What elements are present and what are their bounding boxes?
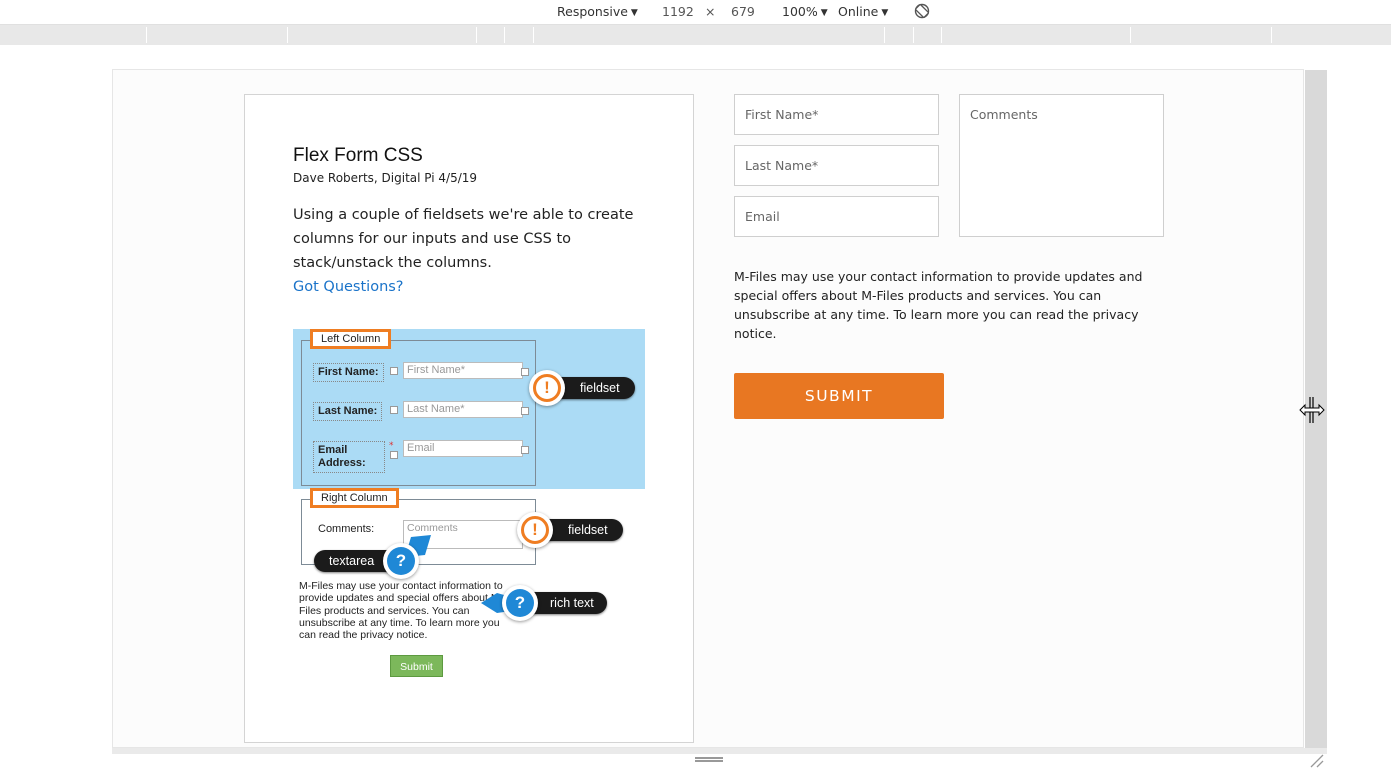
ruler-tick xyxy=(146,27,147,43)
network-throttle-dropdown[interactable]: Online▼ xyxy=(838,4,888,19)
zoom-label: 100% xyxy=(782,4,818,19)
exclamation-icon: ! xyxy=(517,512,553,548)
fieldset-callout-pill: fieldset xyxy=(531,519,623,541)
rotate-icon[interactable] xyxy=(913,2,931,20)
right-column-legend: Right Column xyxy=(310,488,399,508)
first-name-input[interactable]: First Name* xyxy=(734,94,939,135)
ruler-tick xyxy=(884,27,885,43)
ruler-tick xyxy=(504,27,505,43)
form-diagram-image: Left Column First Name: First Name* Last… xyxy=(293,329,653,689)
page-title: Flex Form CSS xyxy=(293,145,423,166)
diagram-checkbox xyxy=(521,446,529,454)
question-icon: ? xyxy=(502,585,538,621)
diagram-first-name-input: First Name* xyxy=(403,362,523,379)
caret-down-icon: ▼ xyxy=(881,8,889,18)
ruler-tick xyxy=(287,27,288,43)
diagram-checkbox xyxy=(390,367,398,375)
resize-cursor-icon xyxy=(1299,397,1325,423)
caret-down-icon: ▼ xyxy=(630,8,638,18)
diagram-last-name-input: Last Name* xyxy=(403,401,523,418)
exclamation-mark: ! xyxy=(533,374,561,402)
ruler-tick xyxy=(913,27,914,43)
question-mark: ? xyxy=(506,589,534,617)
ruler-tick xyxy=(1130,27,1131,43)
byline: Dave Roberts, Digital Pi 4/5/19 xyxy=(293,171,478,185)
zoom-dropdown[interactable]: 100%▼ xyxy=(782,4,828,19)
dimension-separator: × xyxy=(705,4,716,19)
email-input[interactable]: Email xyxy=(734,196,939,237)
resize-grip-icon[interactable] xyxy=(1307,752,1325,768)
diagram-checkbox xyxy=(390,406,398,414)
bottom-resize-handle-icon[interactable] xyxy=(695,757,723,762)
comments-textarea[interactable]: Comments xyxy=(959,94,1164,237)
exclamation-mark: ! xyxy=(521,516,549,544)
diagram-submit-button: Submit xyxy=(390,655,443,677)
diagram-email-input: Email xyxy=(403,440,523,457)
diagram-checkbox xyxy=(521,407,529,415)
question-mark: ? xyxy=(387,547,415,575)
width-input[interactable]: 1192 xyxy=(662,4,694,19)
diagram-first-name-label: First Name: xyxy=(313,363,384,382)
questions-link[interactable]: Got Questions? xyxy=(293,279,404,295)
privacy-notice: M-Files may use your contact information… xyxy=(734,269,1143,341)
ruler-tick xyxy=(476,27,477,43)
ruler-tick xyxy=(941,27,942,43)
height-input[interactable]: 679 xyxy=(731,4,755,19)
viewport-bottom-resizer[interactable] xyxy=(112,748,1327,754)
rich-text-callout-pill: rich text xyxy=(515,592,607,614)
diagram-checkbox xyxy=(390,451,398,459)
article-card: Flex Form CSS Dave Roberts, Digital Pi 4… xyxy=(244,94,694,743)
last-name-input[interactable]: Last Name* xyxy=(734,145,939,186)
diagram-checkbox xyxy=(521,368,529,376)
fieldset-callout-pill: fieldset xyxy=(543,377,635,399)
diagram-rich-text: M-Files may use your contact information… xyxy=(299,580,504,642)
device-mode-label: Responsive xyxy=(557,4,628,19)
diagram-last-name-label: Last Name: xyxy=(313,402,383,421)
ruler-tick xyxy=(1271,27,1272,43)
network-label: Online xyxy=(838,4,879,19)
caret-down-icon: ▼ xyxy=(820,8,828,18)
intro-text: Using a couple of fieldsets we're able t… xyxy=(293,207,634,271)
devtools-toolbar: Responsive▼ 1192 × 679 100%▼ Online▼ xyxy=(0,0,1391,25)
exclamation-icon: ! xyxy=(529,370,565,406)
diagram-comments-label: Comments: xyxy=(318,523,375,535)
submit-button[interactable]: SUBMIT xyxy=(734,373,944,419)
media-query-ruler[interactable] xyxy=(0,25,1391,45)
ruler-tick xyxy=(533,27,534,43)
required-star: * xyxy=(389,441,394,451)
left-column-legend: Left Column xyxy=(310,329,392,349)
left-fieldset-box xyxy=(301,340,536,486)
diagram-email-label: Email Address: xyxy=(313,441,385,473)
device-mode-dropdown[interactable]: Responsive▼ xyxy=(557,4,638,19)
question-icon: ? xyxy=(383,543,419,579)
